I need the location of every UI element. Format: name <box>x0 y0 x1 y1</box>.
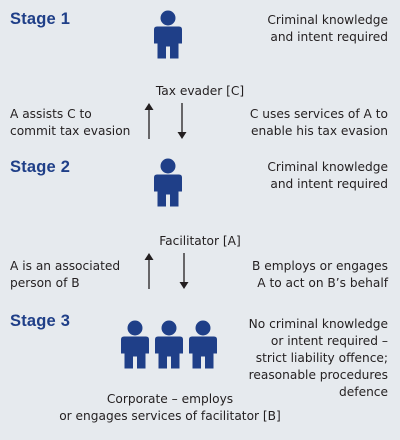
link-1-left-text: A assists C to commit tax evasion <box>10 106 130 140</box>
stage-3-requirement: No criminal knowledge or intent required… <box>249 316 388 401</box>
stage-2-requirement: Criminal knowledge and intent required <box>267 159 388 193</box>
stage-1-requirement-line-2: and intent required <box>270 30 388 44</box>
corporate-label-line-1: Corporate – employs <box>106 392 234 406</box>
stage-3-requirement-line-5: defence <box>339 385 388 399</box>
stage-2-requirement-line-2: and intent required <box>270 177 388 191</box>
person-icon <box>121 320 149 369</box>
link-1-left-line-2: commit tax evasion <box>10 124 131 138</box>
link-2-right-line-2: A to act on B’s behalf <box>257 276 388 290</box>
person-icon <box>155 320 183 369</box>
link-2-right-line-1: B employs or engages <box>252 259 388 273</box>
arrow-down-icon <box>178 252 190 290</box>
stage-2-title: Stage 2 <box>10 158 71 176</box>
arrow-up-icon <box>143 102 155 140</box>
stage-3-requirement-line-3: strict liability offence; <box>255 351 388 365</box>
stage-2-requirement-line-1: Criminal knowledge <box>267 160 388 174</box>
stage-1-requirement: Criminal knowledge and intent required <box>267 12 388 46</box>
link-1-left-line-1: A assists C to <box>10 107 92 121</box>
stage-3-title: Stage 3 <box>10 312 71 330</box>
arrow-down-icon <box>176 102 188 140</box>
stage-3-requirement-line-2: or intent required – <box>270 334 388 348</box>
stage-1-requirement-line-1: Criminal knowledge <box>267 13 388 27</box>
facilitator-label: Facilitator [A] <box>159 234 241 248</box>
person-icon <box>154 10 182 59</box>
stage-1-title: Stage 1 <box>10 10 71 28</box>
link-2-left-line-2: person of B <box>10 276 80 290</box>
link-2-left-line-1: A is an associated <box>10 259 121 273</box>
person-icon <box>154 158 182 207</box>
link-2-right-text: B employs or engages A to act on B’s beh… <box>252 258 388 292</box>
tax-evader-label: Tax evader [C] <box>155 84 245 98</box>
link-1-right-line-1: C uses services of A to <box>249 107 388 121</box>
link-1-right-text: C uses services of A to enable his tax e… <box>250 106 388 140</box>
stage-3-requirement-line-1: No criminal knowledge <box>248 317 388 331</box>
corporate-label-line-2: or engages services of facilitator [B] <box>59 409 281 423</box>
link-2-left-text: A is an associated person of B <box>10 258 120 292</box>
person-icon <box>189 320 217 369</box>
link-1-right-line-2: enable his tax evasion <box>251 124 388 138</box>
arrow-up-icon <box>143 252 155 290</box>
stage-3-requirement-line-4: reasonable procedures <box>248 368 388 382</box>
corporate-label: Corporate – employs or engages services … <box>20 391 320 425</box>
